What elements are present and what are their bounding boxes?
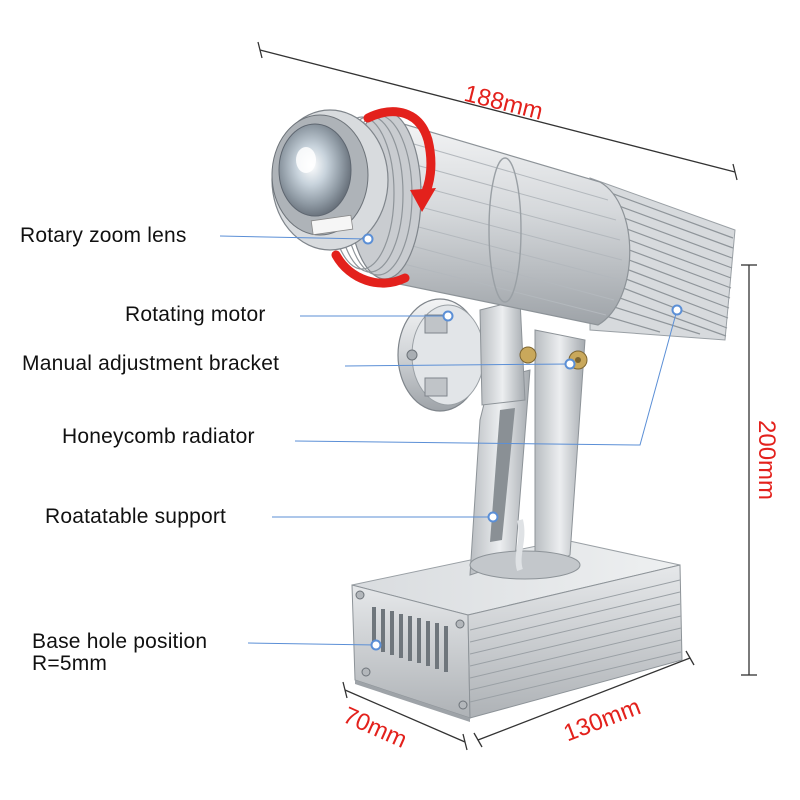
callout-radiator: Honeycomb radiator [62, 425, 255, 448]
dimension-line-depth [342, 681, 468, 751]
rotating-motor [397, 298, 588, 412]
rotation-arrow-icon [331, 107, 436, 288]
dimension-height-label: 200mm [753, 420, 780, 501]
dimension-line-width [473, 650, 695, 748]
callout-adjust-bracket: Manual adjustment bracket [22, 352, 280, 375]
leader-lines [219, 235, 678, 646]
callout-base-hole: Base hole position [32, 630, 208, 653]
callout-base-hole-radius: R=5mm [32, 652, 108, 675]
dimension-line-height [741, 264, 757, 676]
callout-rotating-motor: Rotating motor [125, 303, 266, 326]
leader-dots [362, 233, 683, 651]
callout-zoom-lens: Rotary zoom lens [20, 224, 187, 247]
callout-support: Roatatable support [45, 505, 227, 528]
support-arms [469, 329, 586, 580]
zoom-lens [271, 109, 422, 280]
projector-body [379, 119, 631, 326]
dimension-line-length [257, 41, 738, 181]
